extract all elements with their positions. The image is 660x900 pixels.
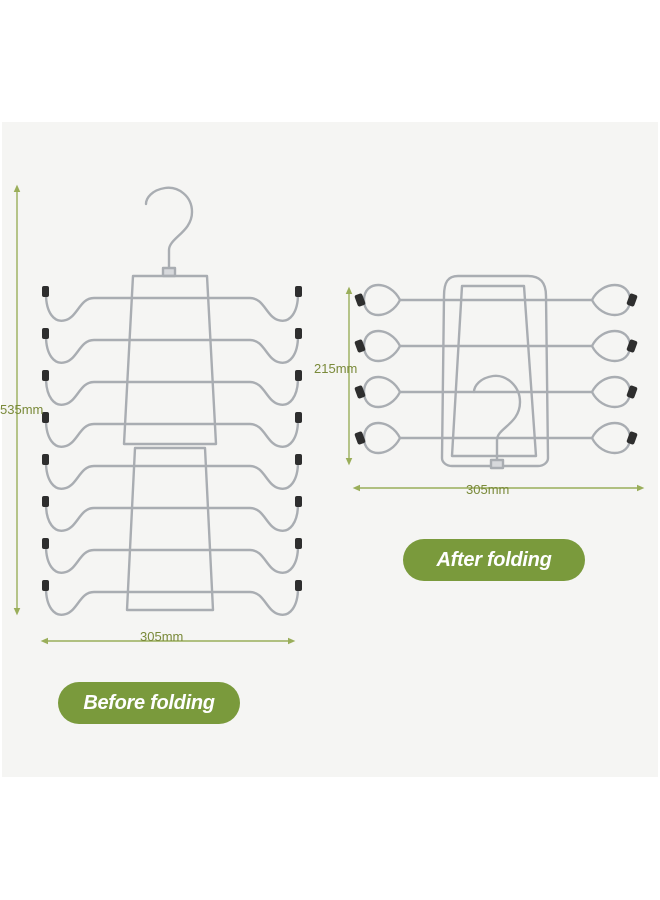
clip-tip	[354, 339, 366, 353]
after-height-label: 215mm	[314, 361, 358, 376]
clip-tip	[42, 454, 49, 465]
clip-tip	[295, 538, 302, 549]
clip-tip	[354, 431, 366, 445]
folded-loop	[590, 283, 632, 317]
hanger-rungs	[44, 292, 300, 616]
before-height-label: 535mm	[0, 402, 44, 417]
clip-tip	[354, 385, 366, 399]
clip-tip	[42, 538, 49, 549]
clip-tip	[295, 496, 302, 507]
clip-tip	[295, 328, 302, 339]
clip-tip	[42, 580, 49, 591]
hook-icon	[144, 186, 194, 272]
folded-hanger	[362, 274, 632, 470]
hanger-clip-tips	[42, 286, 302, 591]
clip-tip	[42, 496, 49, 507]
hanger-rung	[44, 544, 300, 574]
folded-hook-icon	[472, 374, 522, 464]
clip-tip	[626, 431, 638, 445]
hanger-rung	[44, 418, 300, 448]
folded-clip-tips	[354, 293, 638, 445]
clip-tip	[42, 328, 49, 339]
hanger-rung	[44, 460, 300, 490]
clip-tip	[354, 293, 366, 307]
clip-tip	[42, 286, 49, 297]
clip-tip	[626, 293, 638, 307]
clip-tip	[295, 412, 302, 423]
folded-loop	[362, 329, 402, 363]
folded-loop	[362, 421, 402, 455]
clip-tip	[295, 454, 302, 465]
clip-tip	[626, 339, 638, 353]
upper-frame	[122, 274, 218, 446]
clip-tip	[42, 370, 49, 381]
folded-frame-outer	[440, 274, 550, 468]
clip-tip	[42, 412, 49, 423]
before-width-label: 305mm	[140, 629, 184, 644]
hanger-rung	[44, 586, 300, 616]
folded-loop	[590, 329, 632, 363]
after-width-label: 305mm	[466, 482, 510, 497]
hanger-rung	[44, 334, 300, 364]
folded-loop	[362, 283, 402, 317]
unfolded-hanger	[44, 186, 300, 616]
hanger-rung	[44, 292, 300, 322]
clip-tip	[626, 385, 638, 399]
folded-loop	[590, 375, 632, 409]
folded-frame-inner	[450, 284, 538, 458]
hanger-rung	[44, 376, 300, 406]
before-folding-badge: Before folding	[58, 682, 240, 724]
hanger-rung	[44, 502, 300, 532]
folded-loop	[590, 421, 632, 455]
folded-rungs	[362, 283, 632, 455]
folded-loop	[362, 375, 402, 409]
lower-frame	[125, 446, 215, 612]
after-folding-badge: After folding	[403, 539, 585, 581]
clip-tip	[295, 286, 302, 297]
clip-tip	[295, 370, 302, 381]
clip-tip	[295, 580, 302, 591]
